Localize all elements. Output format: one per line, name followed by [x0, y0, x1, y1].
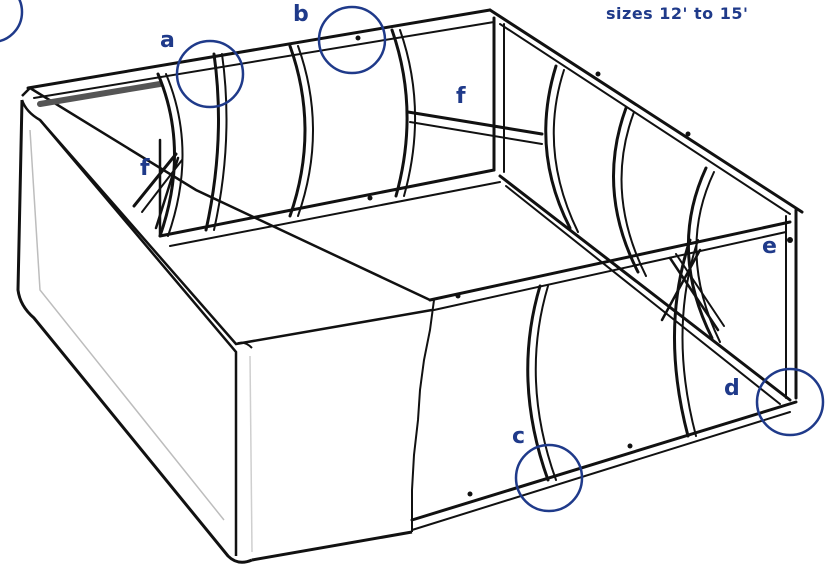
connector-nubs	[355, 35, 793, 497]
callout-circle-a	[175, 39, 245, 109]
label-f-back: f	[456, 84, 466, 109]
label-f-left: f	[140, 156, 150, 181]
callout-circle-d	[755, 367, 825, 437]
curved-stays	[156, 28, 721, 482]
label-b: b	[293, 2, 309, 27]
label-a: a	[160, 28, 175, 53]
label-d: d	[724, 376, 740, 401]
size-caption: sizes 12' to 15'	[606, 4, 749, 23]
callout-circle-edge	[0, 0, 24, 43]
callout-circle-b	[317, 5, 387, 75]
diagonal-braces	[132, 110, 725, 332]
cover-panel	[16, 86, 435, 568]
callout-circle-c	[514, 443, 584, 513]
label-c: c	[512, 424, 526, 449]
label-e: e	[762, 234, 777, 259]
callout-circles	[175, 5, 825, 513]
